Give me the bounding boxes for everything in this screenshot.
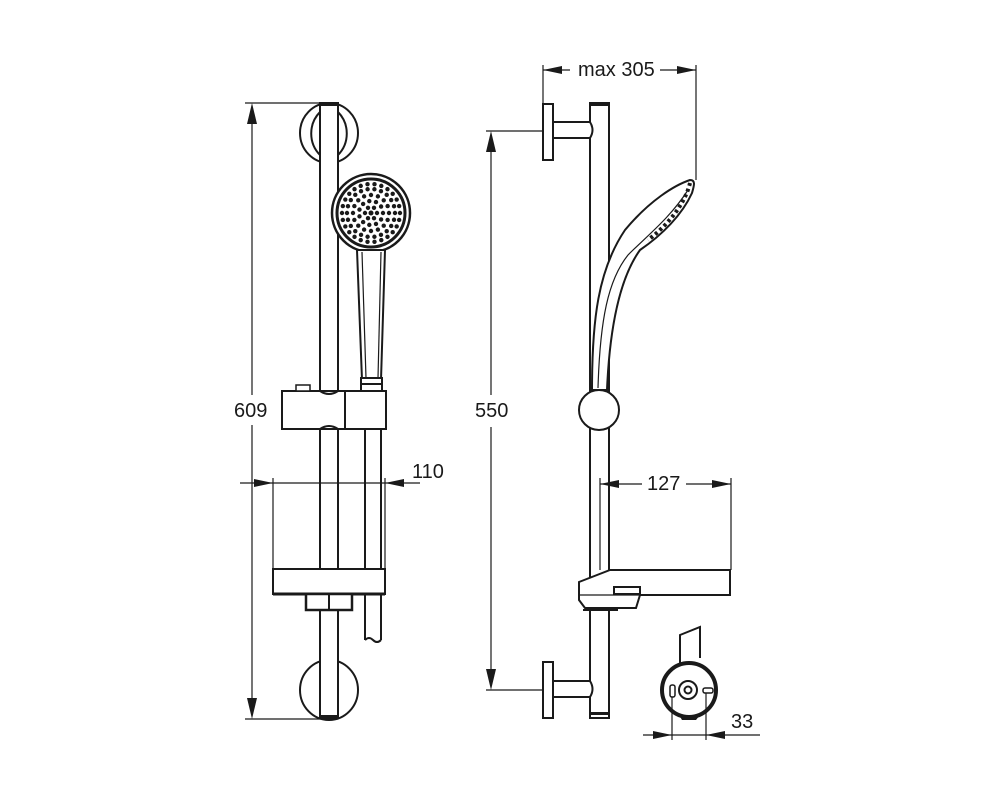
dimension-label-110: 110 — [412, 461, 444, 483]
dimension-609 — [245, 102, 320, 720]
slider-holder — [281, 383, 387, 430]
dimension-127 — [599, 478, 732, 570]
front-view — [240, 102, 420, 721]
bottom-bracket-plate — [542, 661, 554, 719]
soap-dish-side — [578, 569, 731, 611]
dimension-label-609: 609 — [232, 400, 270, 422]
top-bracket-plate — [542, 103, 554, 161]
dimension-label-max-305: max 305 — [576, 59, 657, 81]
dimension-110 — [240, 478, 420, 569]
slider-holder-side — [578, 389, 620, 431]
dimension-max-305 — [542, 65, 697, 180]
soap-dish — [272, 568, 386, 660]
dimension-550 — [486, 130, 543, 691]
dimension-label-550: 550 — [473, 400, 511, 422]
hand-shower-head — [330, 172, 412, 254]
dimension-label-127: 127 — [645, 473, 683, 495]
side-view — [486, 65, 732, 719]
dimension-label-33: 33 — [731, 711, 754, 733]
bracket-detail — [643, 625, 760, 740]
